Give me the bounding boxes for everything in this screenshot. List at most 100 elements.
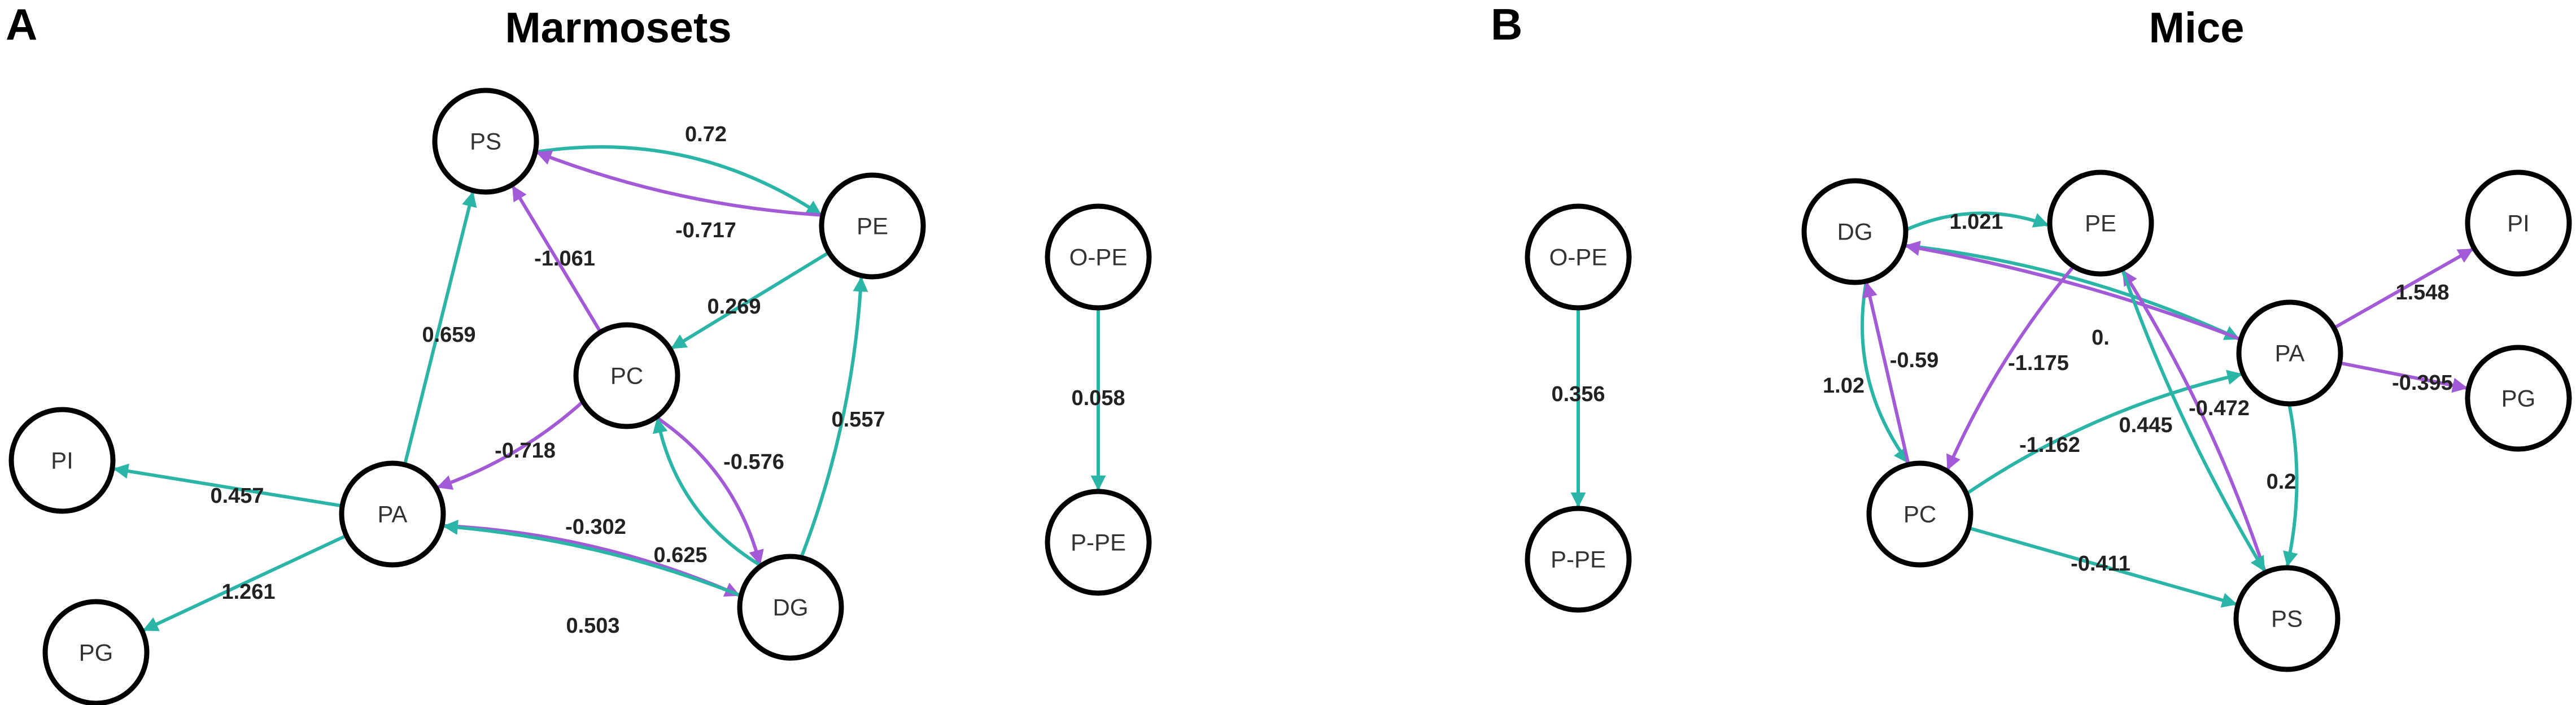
node-label: PS (2271, 606, 2303, 632)
edge-a-pa-to-pi (113, 463, 343, 508)
edge-b-dg-to-pe (1905, 211, 2049, 232)
node-circle (8, 407, 116, 514)
panel-a-letter: A (6, 0, 37, 49)
node-label: O-PE (1069, 244, 1128, 271)
node-circle (573, 322, 680, 429)
node-circle (2236, 299, 2343, 407)
edge-b-pc-to-ps (1968, 526, 2238, 608)
node-circle (1525, 506, 1632, 613)
edge-label-a-pc-to-pa: -0.718 (495, 439, 556, 463)
node-circle (1801, 178, 1909, 285)
edge-label-b-o-pe-to-p-pe: 1.021 (1949, 210, 2003, 234)
edge-label-b-pa-to-dg: -1.175 (2008, 351, 2069, 375)
node-label: O-PE (1549, 244, 1608, 271)
node-a-p-pe: P-PE (1045, 489, 1152, 596)
node-b-ps: PS (2233, 565, 2341, 672)
node-label: PC (1903, 501, 1936, 528)
node-a-pi: PI (8, 407, 116, 514)
edge-label-b-pa-to-ps: 1.548 (2395, 281, 2449, 304)
edge-a-pa-to-pg (142, 534, 347, 632)
node-label: DG (1837, 219, 1873, 245)
edge-a-pe-to-pc (670, 251, 830, 350)
edge-label-a-dg-to-pc: 0.625 (653, 543, 707, 567)
node-a-pc: PC (573, 322, 680, 429)
edge-label-b-pe-to-ps: 0.2 (2267, 470, 2296, 494)
node-b-o-pe: O-PE (1525, 203, 1632, 311)
node-circle (2465, 345, 2572, 452)
node-label: PI (51, 447, 73, 474)
edge-a-dg-to-pe (800, 276, 868, 559)
edge-label-a-pe-to-pc: 0.269 (707, 295, 761, 319)
edge-b-dg-to-pc (1861, 281, 1910, 464)
node-label: PE (857, 213, 888, 240)
edge-a-pc-to-dg (655, 415, 764, 565)
panel-b-title: Mice (2149, 4, 2245, 52)
edge-b-pa-to-ps (2283, 403, 2299, 567)
edge-a-dg-to-pc (652, 417, 762, 568)
node-label: P-PE (1071, 529, 1126, 556)
edge-label-b-pa-to-pg: -0.411 (2071, 552, 2130, 576)
edge-label-b-pc-to-pa: 0.445 (2119, 414, 2172, 437)
node-circle (1045, 203, 1152, 311)
node-a-pe: PE (819, 172, 926, 280)
node-b-dg: DG (1801, 178, 1909, 285)
edge-label-b-dg-to-pa: 0. (2092, 326, 2110, 350)
node-label: PA (2275, 340, 2305, 367)
edge-label-b-dg-to-pc: 1.02 (1823, 374, 1865, 398)
edge-b-dg-to-pa (1903, 243, 2240, 341)
edge-a-pc-to-ps (511, 185, 602, 333)
panel-a-title: Marmosets (505, 4, 731, 52)
node-circle (819, 172, 926, 280)
node-label: PI (2507, 210, 2530, 237)
panel-b-letter: B (1491, 0, 1522, 49)
node-a-pa: PA (339, 460, 446, 568)
edge-label-a-pc-to-ps: -1.061 (534, 247, 595, 271)
edge-a-dg-to-pa (442, 519, 742, 598)
node-label: PE (2085, 210, 2116, 237)
edge-label-b-pa-to-pi: -0.395 (2392, 371, 2453, 395)
node-circle (1525, 203, 1632, 311)
edge-b-pa-to-dg (1904, 241, 2242, 341)
edge-b-pa-to-pg (2339, 361, 2468, 393)
node-a-dg: DG (737, 554, 844, 661)
node-b-pe: PE (2047, 169, 2154, 277)
edges-layer (113, 145, 2474, 632)
edge-label-a-pe-to-ps: -0.717 (675, 219, 736, 242)
node-circle (2047, 169, 2154, 277)
node-circle (432, 88, 539, 195)
node-b-pi: PI (2465, 169, 2572, 277)
edge-a-pa-to-ps (403, 191, 477, 465)
edge-label-a-o-pe-to-p-pe: 0.058 (1071, 386, 1125, 410)
edge-label-a-ps-to-pe: 0.72 (685, 123, 727, 146)
edge-label-a-dg-to-pe: 0.557 (831, 408, 885, 432)
node-b-pg: PG (2465, 345, 2572, 452)
node-circle (737, 554, 844, 661)
node-circle (2233, 565, 2341, 672)
node-b-pa: PA (2236, 299, 2343, 407)
edge-label-b-pe-to-pc: -0.59 (1890, 349, 1939, 372)
edge-a-pe-to-ps (536, 150, 823, 217)
node-label: PA (378, 501, 408, 528)
node-label: PG (2501, 385, 2536, 412)
edge-label-a-pc-to-dg: -0.576 (723, 450, 784, 474)
edge-label-a-pa-to-dg: -0.302 (565, 515, 626, 539)
node-circle (2465, 169, 2572, 277)
edge-label-a-pa-to-pi: 0.457 (210, 484, 264, 508)
node-label: PG (79, 639, 113, 666)
node-circle (339, 460, 446, 568)
edge-a-ps-to-pe (535, 145, 822, 216)
edge-a-pc-to-pa (436, 400, 584, 490)
edge-b-ps-to-pe (2121, 269, 2267, 573)
edge-b-pe-to-ps (2120, 268, 2266, 572)
node-label: DG (773, 594, 809, 621)
edge-label-a-dg-to-pa: 0.503 (566, 614, 619, 638)
node-label: PC (610, 363, 643, 389)
node-circle (1866, 460, 1974, 568)
edge-b-pe-to-pc (1946, 265, 2075, 471)
edge-b-pa-to-pi (2333, 247, 2474, 330)
node-a-o-pe: O-PE (1045, 203, 1152, 311)
node-label: PS (470, 128, 501, 155)
node-b-pc: PC (1866, 460, 1974, 568)
